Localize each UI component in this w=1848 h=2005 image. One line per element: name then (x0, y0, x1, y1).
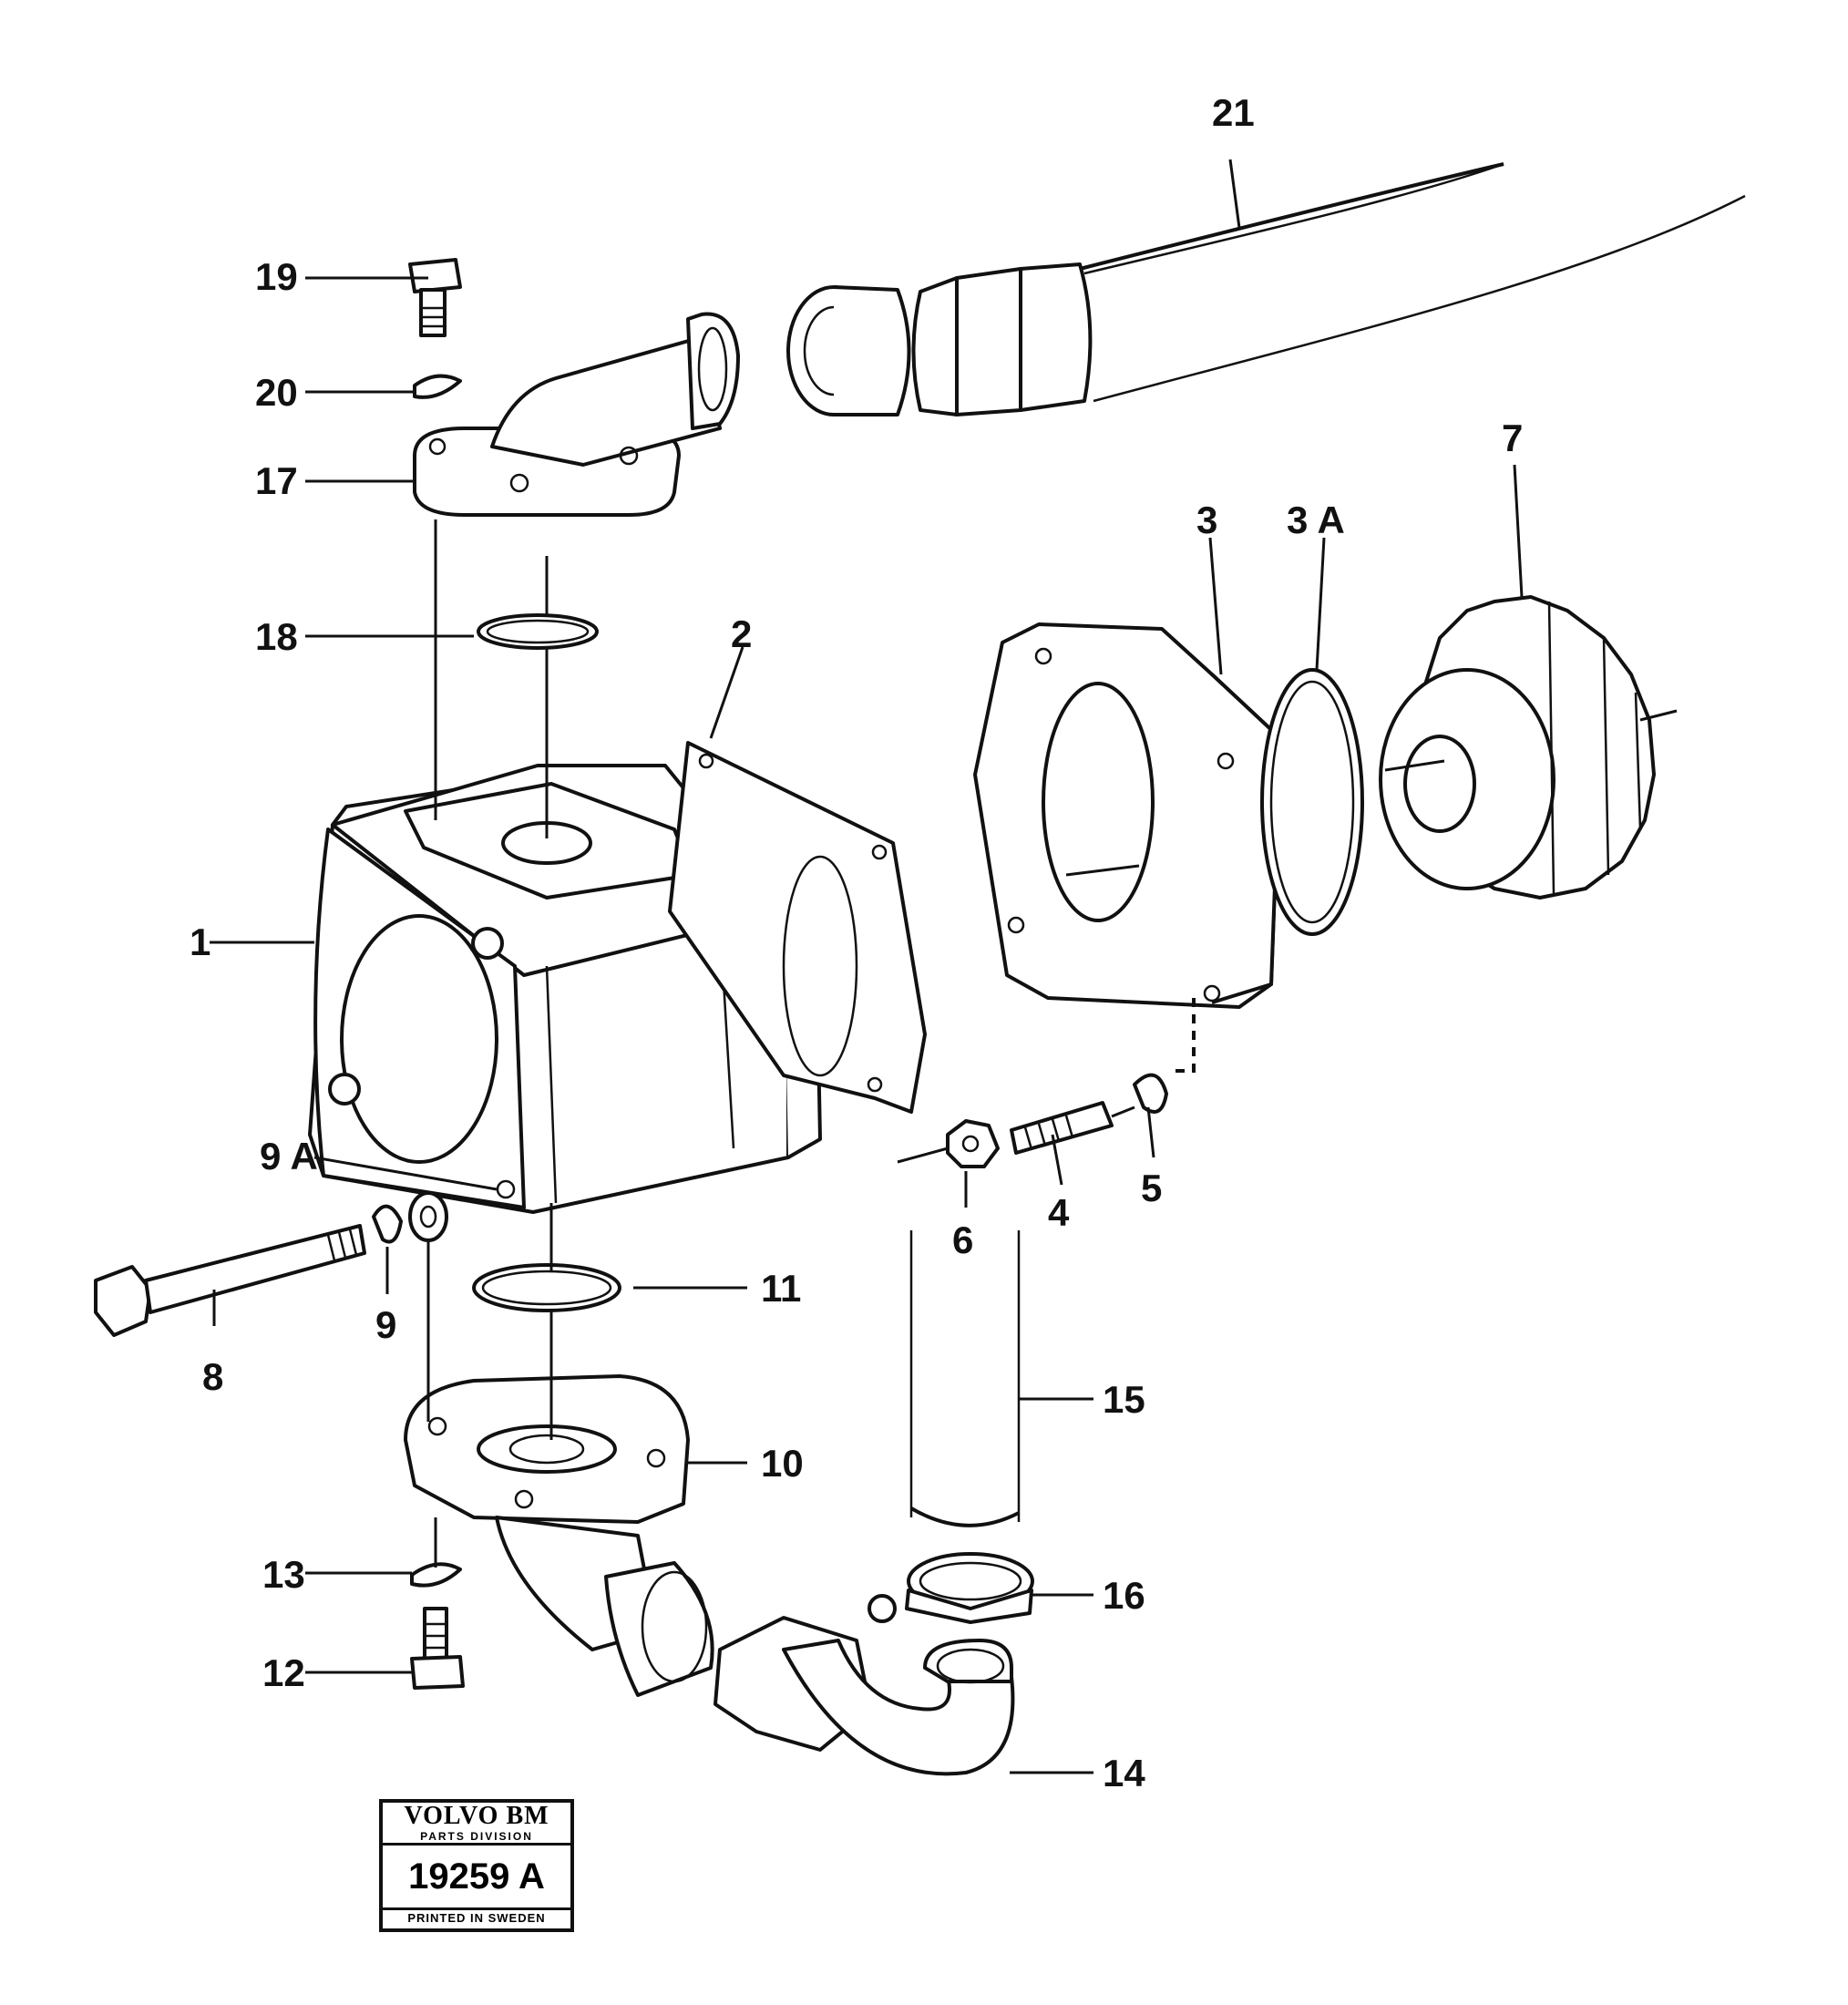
label-3a: 3 A (1287, 499, 1345, 541)
stamp-printed: PRINTED IN SWEDEN (407, 1911, 546, 1925)
gear-7 (1379, 595, 1656, 900)
bolt-8 (94, 1224, 366, 1337)
label-21: 21 (1212, 91, 1255, 134)
parts-stamp: VOLVO BM PARTS DIVISION 19259 A PRINTED … (379, 1799, 574, 1932)
label-19: 19 (255, 255, 298, 298)
label-12: 12 (262, 1651, 305, 1694)
label-4: 4 (1048, 1191, 1070, 1234)
o-ring-3a (1260, 668, 1364, 936)
bolt-19 (408, 258, 462, 337)
elbow-pipe-14 (714, 1616, 1015, 1776)
label-8: 8 (202, 1355, 223, 1398)
washer-13 (410, 1562, 462, 1588)
hose-15 (909, 1230, 1021, 1527)
nut-6 (946, 1119, 1000, 1168)
label-11: 11 (761, 1267, 801, 1310)
label-9a: 9 A (260, 1135, 318, 1177)
label-15: 15 (1103, 1378, 1145, 1421)
label-9: 9 (375, 1303, 396, 1346)
washer-9a (408, 1191, 448, 1242)
o-ring-11 (472, 1263, 621, 1312)
bolt-12 (410, 1607, 465, 1690)
label-5: 5 (1141, 1167, 1162, 1209)
label-3: 3 (1196, 499, 1217, 541)
label-6: 6 (952, 1218, 973, 1261)
adapter-plate-3 (973, 622, 1282, 1009)
hose-clamp-16 (868, 1552, 1034, 1624)
label-13: 13 (262, 1553, 305, 1596)
label-2: 2 (731, 612, 752, 655)
label-16: 16 (1103, 1574, 1145, 1617)
label-7: 7 (1502, 416, 1523, 459)
stamp-division: PARTS DIVISION (383, 1830, 570, 1846)
label-20: 20 (255, 371, 298, 414)
washer-9 (372, 1204, 403, 1244)
label-18: 18 (255, 615, 298, 658)
label-1: 1 (190, 920, 210, 963)
stud-4 (1010, 1101, 1114, 1155)
label-14: 14 (1103, 1752, 1145, 1794)
stamp-brand: VOLVO BM (404, 1802, 549, 1830)
label-17: 17 (255, 459, 298, 502)
upper-flange-17 (413, 312, 740, 517)
pump-body-1 (308, 764, 822, 1214)
washer-5 (1133, 1073, 1168, 1114)
washer-20 (413, 374, 462, 399)
gasket-2 (668, 741, 927, 1114)
hose-21 (786, 162, 1746, 416)
stamp-number: 19259 A (383, 1846, 570, 1910)
lower-flange-10 (404, 1374, 714, 1697)
label-10: 10 (761, 1442, 804, 1485)
